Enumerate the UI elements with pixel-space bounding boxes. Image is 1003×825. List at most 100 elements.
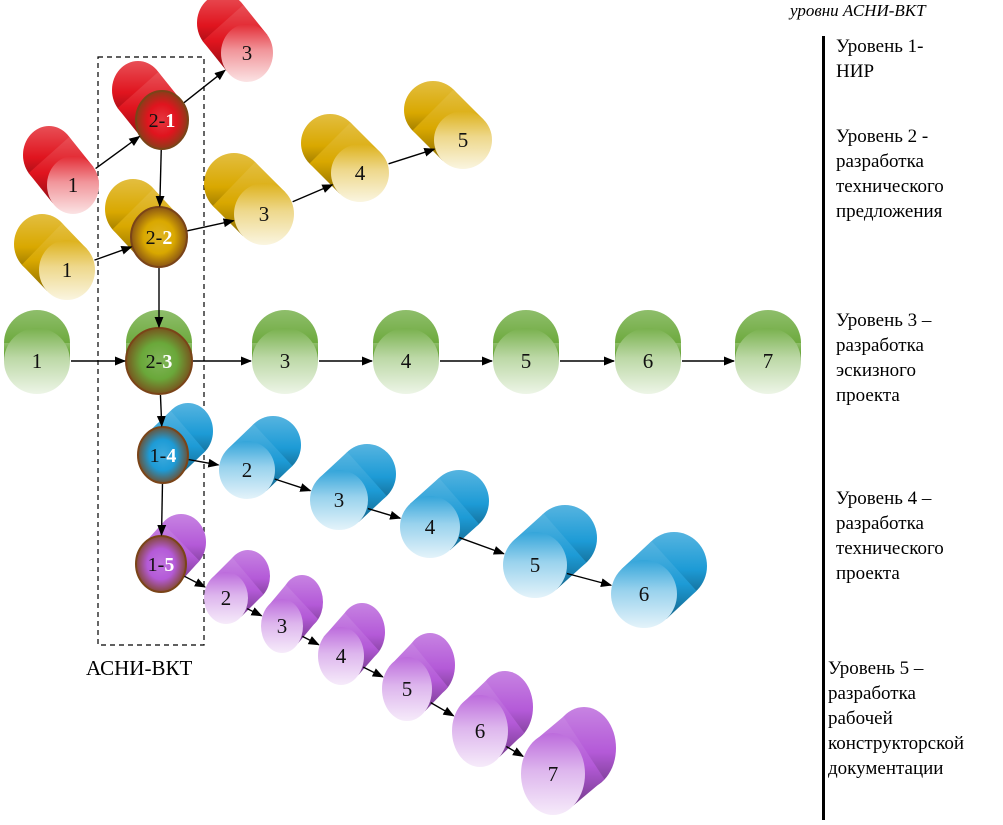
node-label: 4 [425,515,436,539]
node-label: 1-4 [150,445,177,467]
node-label: 6 [639,582,650,606]
node-label-part: 3 [277,614,288,638]
arrow-p6-p7 [505,745,525,757]
node-label-part: 3 [242,41,253,65]
cylinder-face [382,657,432,721]
node-y5: 5 [404,81,492,169]
node-label: 1 [62,258,73,282]
cylinder-face [318,627,364,685]
node-p5: 5 [382,633,455,721]
node-label-part: 1 [32,349,43,373]
node-label-part: 5 [530,553,541,577]
node-label-part: 5 [402,677,413,701]
cylinder-face [221,24,273,82]
node-label: 1 [32,349,43,373]
legend-divider [822,36,825,820]
node-label: 2 [242,458,253,482]
node-label: 7 [548,762,559,786]
node-label-part: 6 [639,582,650,606]
arrow-p2-p3 [246,607,263,617]
node-label-part: 2- [146,351,163,373]
node-g5: 5 [493,310,559,394]
cylinder-face [331,144,389,202]
cylinder-face [204,572,248,624]
node-label-part: 5 [164,554,174,576]
node-label: 6 [475,719,486,743]
node-label: 5 [530,553,541,577]
node-g1: 1 [4,310,70,394]
node-y1: 1 [14,214,95,300]
node-b2: 2 [219,416,301,499]
cylinder-face [47,156,99,214]
cylinder-face [219,441,275,499]
node-label-part: 2 [242,458,253,482]
arrows-layer [71,69,736,757]
node-label-part: 6 [475,719,486,743]
cylinder-face [373,328,439,394]
node-p15: 1-5 [135,514,206,593]
arrow-y22-y3 [187,218,235,232]
node-label-part: 3 [259,202,270,226]
arrow-b5-b6 [566,572,613,587]
node-label: 3 [277,614,288,638]
node-r21: 2-1 [112,61,189,150]
node-label-part: 3 [334,488,345,512]
arrow-p4-p5 [362,666,384,678]
node-g4: 4 [373,310,439,394]
node-label-part: 5 [458,128,469,152]
cylinder-face [493,328,559,394]
node-label: 3 [259,202,270,226]
asni-group-label: АСНИ-ВКТ [86,656,193,680]
cylinder-face [615,328,681,394]
node-label: 4 [336,644,347,668]
arrow-g23-b14 [156,394,166,428]
node-r3: 3 [197,0,273,82]
cylinder-face [735,328,801,394]
node-label-part: 4 [336,644,347,668]
node-label-part: 1 [165,110,175,132]
arrow-y1-y22 [94,246,133,261]
cylinder-face [434,111,492,169]
node-label-part: 4 [401,349,412,373]
node-label-part: 3 [162,351,172,373]
cylinder-face [503,532,567,598]
node-label: 1 [68,173,79,197]
arrow-b3-b4 [367,507,402,520]
node-label: 2-2 [146,227,173,249]
arrow-y4-y5 [388,147,436,165]
node-label-part: 2- [149,110,166,132]
node-label-part: 4 [355,161,366,185]
node-label: 5 [402,677,413,701]
node-label-part: 7 [763,349,774,373]
cylinder-face [452,695,508,767]
node-b5: 5 [503,505,597,598]
arrow-p5-p6 [430,702,455,717]
node-label-part: 2 [221,586,232,610]
node-b4: 4 [400,470,489,558]
node-label: 4 [355,161,366,185]
arrow-y3-y4 [292,184,334,203]
node-b6: 6 [611,532,707,628]
node-y22: 2-2 [105,179,188,268]
node-g3: 3 [252,310,318,394]
node-label: 3 [280,349,291,373]
node-g7: 7 [735,310,801,394]
node-label: 3 [242,41,253,65]
node-label: 2-1 [149,110,176,132]
node-label: 1-5 [148,554,175,576]
node-label-part: 1 [68,173,79,197]
arrow-b14-b2 [188,458,220,468]
node-y3: 3 [204,153,294,245]
node-y4: 4 [301,114,389,202]
node-label: 4 [401,349,412,373]
node-label-part: 6 [643,349,654,373]
node-label-part: 2- [146,227,163,249]
node-p7: 7 [521,707,616,815]
cylinder-face [234,183,294,245]
